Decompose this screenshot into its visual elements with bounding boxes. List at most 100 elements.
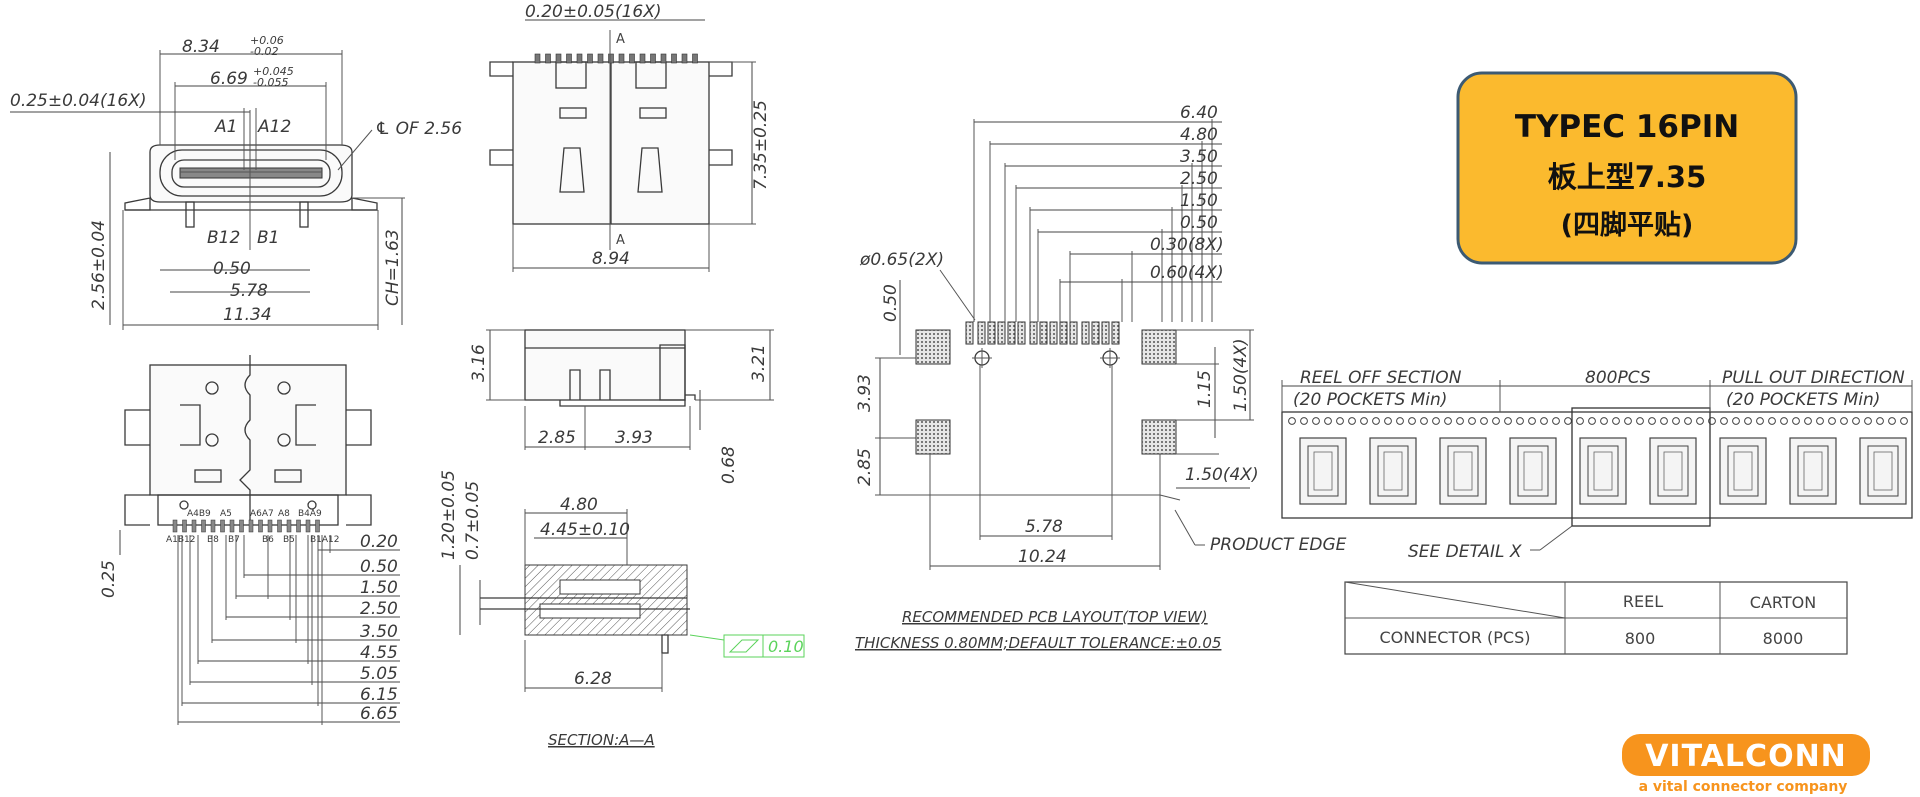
- title-line-3: (四脚平贴): [1561, 210, 1694, 241]
- dim-578: 5.78: [230, 281, 268, 301]
- pin: [286, 519, 292, 533]
- bottom-dim: 6.15: [360, 685, 398, 705]
- sprocket-hole: [1540, 417, 1548, 425]
- pocket: [1439, 437, 1487, 505]
- section-caption: SECTION:A—A: [548, 731, 655, 749]
- signal-pad: [997, 321, 1006, 345]
- pin: [267, 519, 273, 533]
- col-carton: CARTON: [1750, 593, 1816, 612]
- pin: [618, 53, 625, 64]
- dim-894: 8.94: [592, 249, 630, 269]
- svg-text:-0.055: -0.055: [253, 76, 288, 89]
- sprocket-hole: [1624, 417, 1632, 425]
- sprocket-hole: [1696, 417, 1704, 425]
- bottom-dim: 6.65: [360, 704, 398, 724]
- pin-label: A4B9: [187, 509, 211, 519]
- pin: [182, 519, 187, 533]
- logo-name: VITALCONN: [1645, 739, 1847, 774]
- signal-pad: [1039, 321, 1048, 345]
- signal-pad: [1081, 321, 1090, 345]
- product-edge-label: PRODUCT EDGE: [1210, 535, 1347, 555]
- row-connector: CONNECTOR (PCS): [1379, 628, 1530, 647]
- pin: [248, 519, 254, 533]
- sprocket-hole: [1396, 417, 1404, 425]
- sprocket-hole: [1336, 417, 1344, 425]
- dim-inner: 6.69: [210, 69, 248, 89]
- pocket: [1859, 437, 1907, 505]
- dim-width-top: 8.34: [182, 37, 220, 57]
- dim-ch: CH=1.63: [383, 229, 403, 306]
- pin: [597, 53, 604, 64]
- sprocket-hole: [1576, 417, 1584, 425]
- dim-hole: ø0.65(2X): [859, 250, 944, 270]
- reel-tape: REEL OFF SECTION (20 POCKETS Min) 800PCS…: [1281, 368, 1913, 562]
- sprocket-hole: [1636, 417, 1644, 425]
- dim-316: 3.16: [469, 344, 489, 382]
- title-line-1: TYPEC 16PIN: [1515, 109, 1739, 145]
- sprocket-hole: [1876, 417, 1884, 425]
- flatness-tolerance: 0.10: [768, 637, 804, 656]
- signal-pad: [1069, 321, 1078, 345]
- pin: [277, 519, 282, 533]
- pin: [239, 519, 244, 533]
- sprocket-hole: [1420, 417, 1428, 425]
- pin: [220, 519, 225, 533]
- pin-label: A8: [278, 509, 290, 519]
- svg-text:-0.02: -0.02: [250, 45, 278, 58]
- sprocket-hole: [1444, 417, 1452, 425]
- sprocket-hole: [1888, 417, 1896, 425]
- signal-pad: [1111, 321, 1120, 345]
- sprocket-hole: [1852, 417, 1860, 425]
- pocket: [1649, 437, 1697, 505]
- sprocket-hole: [1372, 417, 1380, 425]
- dim-393: 3.93: [615, 428, 653, 448]
- pin: [587, 53, 593, 64]
- pcb-dim: 0.60(4X): [1150, 263, 1224, 283]
- sprocket-hole: [1768, 417, 1776, 425]
- sprocket-hole: [1804, 417, 1812, 425]
- pocket: [1579, 437, 1627, 505]
- dim-07: 0.7±0.05: [463, 481, 483, 560]
- pocket: [1509, 437, 1557, 505]
- pin: [210, 519, 216, 533]
- label-b1: B1: [257, 228, 279, 248]
- signal-pad: [1007, 321, 1016, 345]
- sprocket-hole: [1432, 417, 1440, 425]
- sprocket-hole: [1468, 417, 1476, 425]
- sprocket-hole: [1828, 417, 1836, 425]
- sprocket-hole: [1780, 417, 1788, 425]
- sprocket-hole: [1684, 417, 1692, 425]
- sprocket-hole: [1792, 417, 1800, 425]
- top-view: 0.20±0.05(16X) A A 7.35±0.25 8.94: [489, 2, 771, 272]
- dim-735: 7.35±0.25: [751, 100, 771, 190]
- signal-pad: [977, 321, 986, 345]
- pin: [229, 519, 235, 533]
- sprocket-hole: [1324, 417, 1332, 425]
- sprocket-hole: [1504, 417, 1512, 425]
- dim-150-vert: 1.50(4X): [1231, 338, 1251, 412]
- sprocket-hole: [1492, 417, 1500, 425]
- front-view: 8.34 +0.06 -0.02 6.69 +0.045 -0.055 0.25…: [10, 34, 462, 330]
- dim-578-pcb: 5.78: [1025, 517, 1063, 537]
- dim-pin-pitch: 0.20±0.05(16X): [525, 2, 662, 22]
- sprocket-hole: [1648, 417, 1656, 425]
- sprocket-hole: [1720, 417, 1728, 425]
- title-box: TYPEC 16PIN 板上型7.35 (四脚平贴): [1456, 71, 1798, 265]
- pin: [201, 519, 206, 533]
- pocket: [1789, 437, 1837, 505]
- pull-out-pockets: (20 POCKETS Min): [1726, 390, 1880, 410]
- pin: [660, 53, 667, 64]
- signal-pads: [965, 321, 1120, 345]
- dim-050-vert: 0.50: [881, 284, 901, 322]
- dim-321: 3.21: [749, 344, 769, 382]
- dim-1134: 11.34: [223, 305, 272, 325]
- detail-x-box: [1571, 407, 1711, 527]
- carton-value: 8000: [1763, 629, 1804, 648]
- svg-text:+0.06: +0.06: [250, 34, 284, 47]
- dim-025-bottom: 0.25: [99, 560, 119, 598]
- pin: [671, 53, 677, 64]
- section-marker-bottom: A: [616, 233, 625, 248]
